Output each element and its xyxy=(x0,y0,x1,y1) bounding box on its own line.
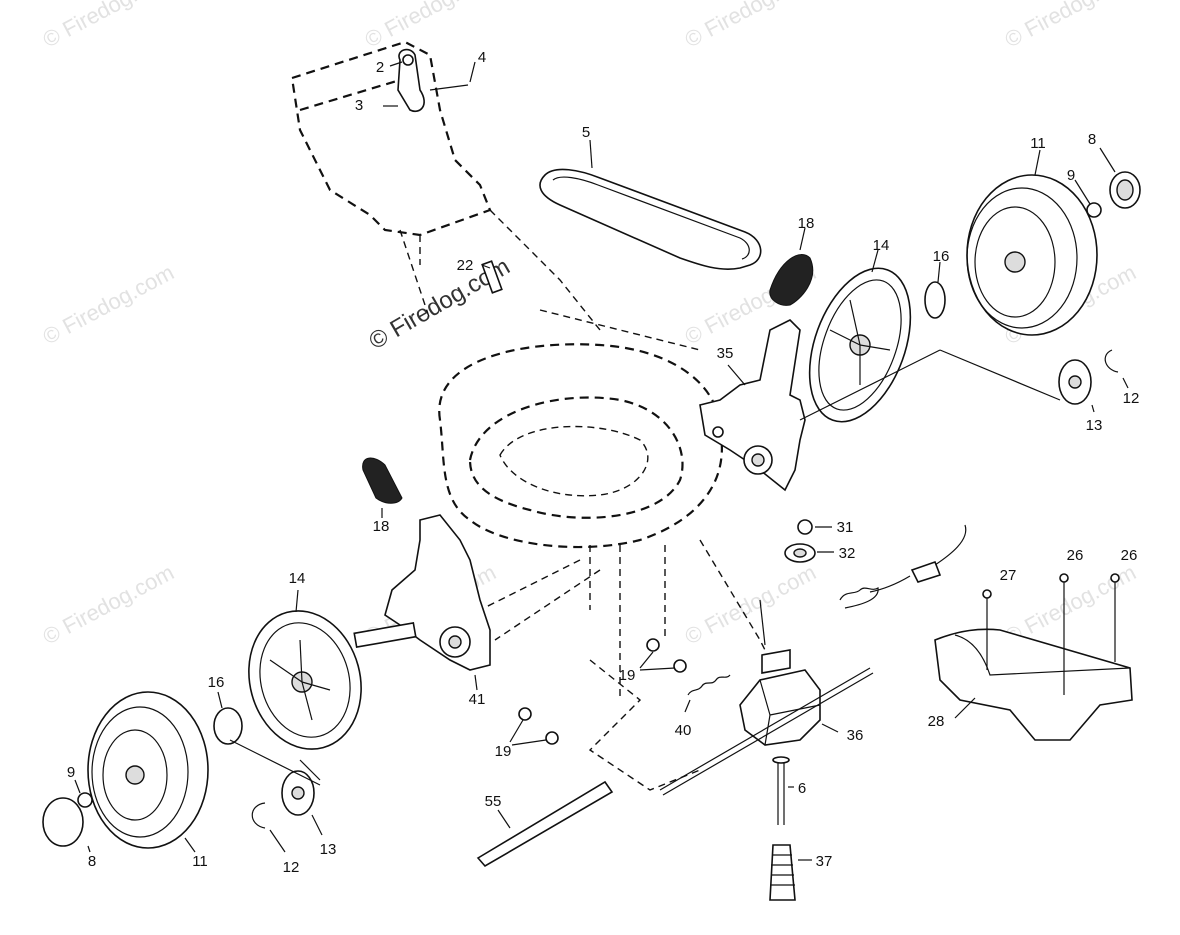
label-32: 32 xyxy=(839,545,856,562)
label-3: 3 xyxy=(355,97,363,114)
label-8-left: 8 xyxy=(88,853,96,870)
label-11-right: 11 xyxy=(1030,135,1046,152)
label-13-right: 13 xyxy=(1086,417,1103,434)
nut-cap-left xyxy=(42,779,93,853)
label-41: 41 xyxy=(469,691,486,708)
wheel-right xyxy=(966,149,1098,336)
wheel-left xyxy=(87,691,209,853)
part-labels: 2 3 4 5 11 8 9 18 14 16 22 35 13 12 18 1… xyxy=(67,49,1140,876)
deck-outline xyxy=(438,343,771,791)
handle-bracket xyxy=(383,48,476,112)
watermark-text: © Firedog.com xyxy=(681,559,820,649)
label-16-right: 16 xyxy=(933,248,950,265)
label-28: 28 xyxy=(928,713,945,730)
grip-pad-left xyxy=(362,457,403,518)
spring-40 xyxy=(684,674,731,713)
label-12-left: 12 xyxy=(283,859,300,876)
washer-right xyxy=(924,261,946,319)
label-8-right: 8 xyxy=(1088,131,1096,148)
label-18-left: 18 xyxy=(373,518,390,535)
nut-cap-right xyxy=(1074,147,1141,218)
label-14-left: 14 xyxy=(289,570,306,587)
shaft-boot xyxy=(769,756,812,901)
label-26-b: 26 xyxy=(1121,547,1138,564)
label-2: 2 xyxy=(376,59,384,76)
gear-clip-right xyxy=(939,349,1129,413)
bolt-22 xyxy=(481,260,503,294)
handle-outline xyxy=(290,40,701,351)
label-18-top: 18 xyxy=(798,215,815,232)
label-35: 35 xyxy=(717,345,734,362)
rod-55 xyxy=(476,780,614,868)
nuts-19 xyxy=(509,638,687,746)
hubcap-right xyxy=(799,249,941,423)
label-6: 6 xyxy=(798,780,806,797)
grip-pad-top xyxy=(769,227,813,306)
watermark-text: © Firedog.com xyxy=(361,0,500,52)
label-26-a: 26 xyxy=(1067,547,1084,564)
label-19-b: 19 xyxy=(495,743,512,760)
label-22: 22 xyxy=(457,257,474,274)
label-4: 4 xyxy=(478,49,486,66)
watermark-text: © Firedog.com xyxy=(39,559,178,649)
watermark-text: © Firedog.com xyxy=(39,259,178,349)
watermark-text: © Firedog.com xyxy=(681,0,820,52)
label-16-left: 16 xyxy=(208,674,225,691)
gearbox xyxy=(659,599,874,796)
label-37: 37 xyxy=(816,853,833,870)
drive-bracket-left xyxy=(353,514,491,691)
pulley xyxy=(784,519,834,563)
label-55: 55 xyxy=(485,793,502,810)
label-12-right: 12 xyxy=(1123,390,1140,407)
belt xyxy=(539,139,762,270)
cable-spring xyxy=(839,524,967,609)
label-13-left: 13 xyxy=(320,841,337,858)
label-9-right: 9 xyxy=(1067,167,1075,184)
gear-clip-left xyxy=(229,739,323,853)
label-9-left: 9 xyxy=(67,764,75,781)
watermarks: © Firedog.com © Firedog.com © Firedog.co… xyxy=(39,0,1140,649)
label-31: 31 xyxy=(837,519,854,536)
skirt xyxy=(934,573,1133,741)
label-5: 5 xyxy=(582,124,590,141)
label-40: 40 xyxy=(675,722,692,739)
watermark-text: © Firedog.com xyxy=(39,0,178,52)
label-11-left: 11 xyxy=(192,853,208,870)
hubcap-left xyxy=(248,589,362,781)
drive-bracket-right xyxy=(699,319,806,492)
washer-left xyxy=(213,691,243,745)
watermark-text: © Firedog.com xyxy=(1001,0,1140,52)
label-14-right: 14 xyxy=(873,237,890,254)
label-27: 27 xyxy=(1000,567,1017,584)
label-36: 36 xyxy=(847,727,864,744)
label-19-a: 19 xyxy=(619,667,636,684)
